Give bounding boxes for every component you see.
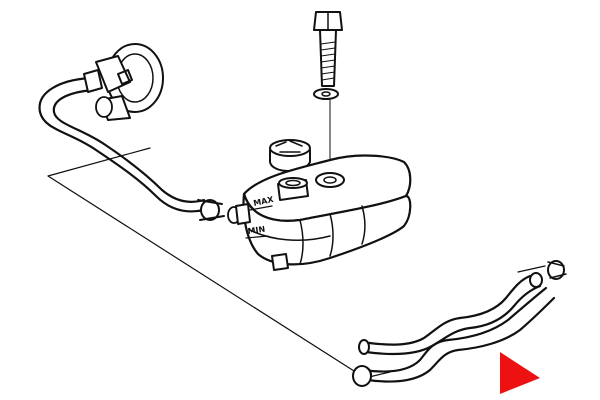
expansion-tank-cap [269, 139, 311, 172]
tank-max-label: MAX [253, 195, 276, 208]
tank-min-label: MIN [247, 225, 266, 236]
mounting-bolt [313, 11, 343, 87]
heater-valve [95, 43, 164, 121]
upper-heater-hose [38, 69, 206, 213]
lower-coolant-hoses [352, 260, 567, 387]
reference-plane [47, 147, 546, 379]
red-arrow-pointer-icon [500, 352, 540, 394]
hose-clamp-lower [352, 365, 372, 387]
hose-clamp-upper [197, 199, 241, 224]
expansion-tank: MAX MIN [235, 154, 412, 271]
washer [313, 88, 339, 100]
